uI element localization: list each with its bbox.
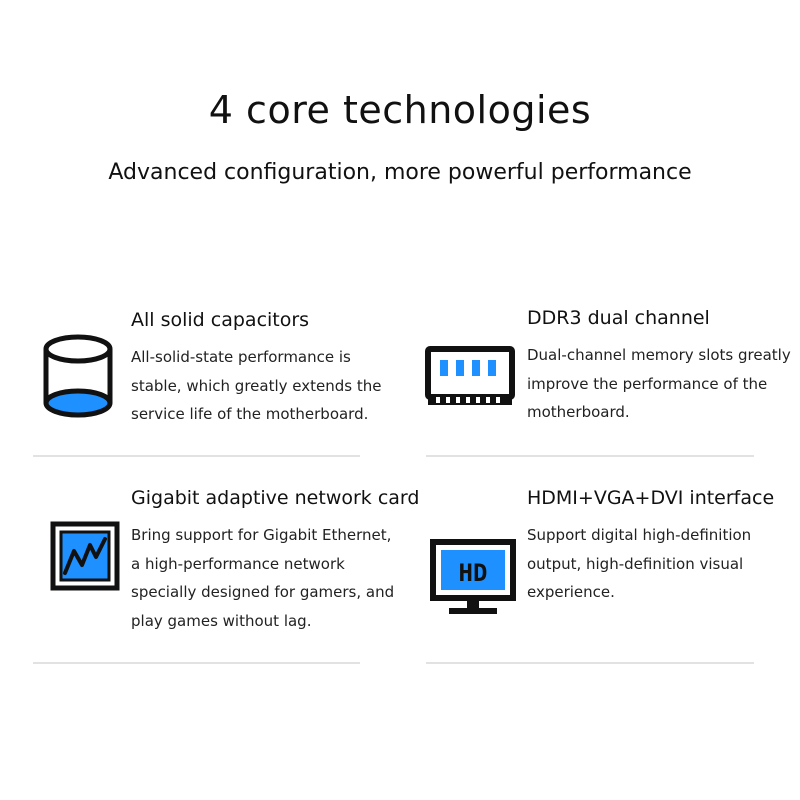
feature-description: All-solid-state performance is stable, w… [131,343,381,429]
network-icon [50,521,120,591]
feature-desc-line: play games without lag. [131,611,312,630]
memory-icon [425,346,515,405]
divider [426,455,754,457]
feature-description: Bring support for Gigabit Ethernet, a hi… [131,521,394,635]
feature-desc-line: service life of the motherboard. [131,405,369,423]
hd-monitor-icon: HD [430,539,516,614]
feature-desc-line: All-solid-state performance is [131,348,351,366]
feature-description: Support digital high-definition output, … [527,521,751,607]
feature-desc-line: specially designed for gamers, and [131,583,395,601]
page-title: 4 core technologies [208,88,592,132]
feature-desc-line: improve the performance of the [527,374,768,393]
feature-title: All solid capacitors [131,309,310,331]
divider [33,455,360,457]
hd-label: HD [459,559,488,587]
feature-title: Gigabit adaptive network card [131,487,420,509]
feature-desc-line: Support digital high-definition [527,526,752,544]
divider [33,662,360,664]
feature-desc-line: motherboard. [527,403,630,421]
feature-title: DDR3 dual channel [527,307,710,329]
feature-desc-line: output, high-definition visual [527,554,744,573]
feature-title: HDMI+VGA+DVI interface [527,487,775,509]
capacitor-icon [43,334,113,418]
feature-desc-line: Dual-channel memory slots greatly [527,346,791,364]
feature-desc-line: stable, which greatly extends the [131,376,382,395]
feature-desc-line: Bring support for Gigabit Ethernet, [131,526,392,544]
page-subtitle: Advanced configuration, more powerful pe… [108,160,692,185]
feature-description: Dual-channel memory slots greatly improv… [527,341,791,427]
feature-desc-line: experience. [527,583,615,601]
feature-desc-line: a high-performance network [131,554,345,573]
divider [426,662,754,664]
